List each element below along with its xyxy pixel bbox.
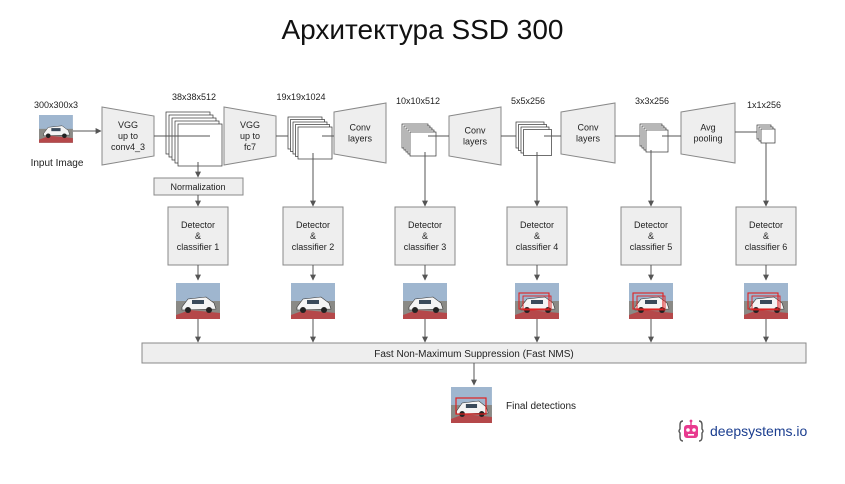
detector-label: classifier 6	[745, 242, 788, 252]
detector-label: classifier 2	[292, 242, 335, 252]
nms-label: Fast Non-Maximum Suppression (Fast NMS)	[374, 349, 574, 360]
layer-block-label: layers	[348, 134, 373, 144]
layer-block-label: layers	[576, 134, 601, 144]
page-title: Архитектура SSD 300	[281, 14, 564, 45]
feature-map-size-label: 1x1x256	[747, 100, 781, 110]
layer-block-label: VGG	[240, 120, 260, 130]
logo-text: deepsystems.io	[710, 423, 808, 439]
layer-block-label: Conv	[349, 123, 371, 133]
detector-label: classifier 5	[630, 242, 673, 252]
feature-map-size-label: 10x10x512	[396, 96, 440, 106]
layer-block-label: Conv	[577, 123, 599, 133]
detector-classifier-4: Detector&classifier 4	[506, 206, 568, 266]
detection-output-image-1	[175, 282, 221, 320]
layer-block-label: fc7	[244, 142, 256, 152]
detector-label: Detector	[634, 220, 668, 230]
feature-map-size-label: 5x5x256	[511, 96, 545, 106]
detection-output-image-2	[290, 282, 336, 320]
detector-label: &	[648, 231, 654, 241]
layer-block-label: Conv	[464, 126, 486, 136]
detector-classifier-2: Detector&classifier 2	[282, 206, 344, 266]
detector-column-2: Detector&classifier 2	[282, 153, 344, 343]
input-image-label: Input Image	[31, 158, 84, 169]
detector-classifier-3: Detector&classifier 3	[394, 206, 456, 266]
layer-block-label: up to	[118, 131, 138, 141]
detector-label: &	[422, 231, 428, 241]
detection-output-image-3	[402, 282, 448, 320]
layer-block-label: layers	[463, 137, 488, 147]
feature-map-stack-2: 19x19x1024	[276, 92, 333, 160]
input-image	[38, 114, 74, 144]
feature-map-size-label: 3x3x256	[635, 96, 669, 106]
feature-map-stack-4: 5x5x256	[511, 96, 552, 156]
detector-column-5: Detector&classifier 5	[620, 150, 682, 343]
detection-output-image-5	[628, 282, 674, 320]
layer-block-label: VGG	[118, 120, 138, 130]
layer-block-label: conv4_3	[111, 142, 145, 152]
brand-logo: deepsystems.io	[678, 418, 807, 444]
layer-block-label: pooling	[693, 134, 722, 144]
layer-block-label: Avg	[700, 123, 715, 133]
input-size-label: 300x300x3	[34, 100, 78, 110]
detector-label: Detector	[181, 220, 215, 230]
final-detections-label: Final detections	[506, 401, 576, 412]
detector-column-6: Detector&classifier 6	[735, 143, 797, 343]
detector-classifier-1: Detector&classifier 1	[167, 206, 229, 266]
detector-label: classifier 4	[516, 242, 559, 252]
feature-map-stack-6: 1x1x256	[747, 100, 781, 144]
feature-map-stack-5: 3x3x256	[635, 96, 669, 153]
detector-classifier-5: Detector&classifier 5	[620, 206, 682, 266]
detector-label: &	[763, 231, 769, 241]
feature-map-stack-3: 10x10x512	[396, 96, 440, 157]
detector-label: classifier 1	[177, 242, 220, 252]
detector-label: &	[534, 231, 540, 241]
detection-output-image-4	[514, 282, 560, 320]
detector-label: &	[195, 231, 201, 241]
nms-block: Fast Non-Maximum Suppression (Fast NMS)	[141, 342, 807, 364]
final-detections-image	[450, 386, 493, 424]
feature-map-stack-1: 38x38x512	[165, 92, 223, 167]
detector-label: Detector	[520, 220, 554, 230]
feature-map-size-label: 38x38x512	[172, 92, 216, 102]
robot-icon	[678, 419, 704, 442]
normalization-block: Normalization	[153, 177, 244, 196]
normalization-label: Normalization	[170, 182, 225, 192]
detector-label: &	[310, 231, 316, 241]
feature-map-size-label: 19x19x1024	[276, 92, 325, 102]
detector-classifier-6: Detector&classifier 6	[735, 206, 797, 266]
detection-output-image-6	[743, 282, 789, 320]
detector-label: classifier 3	[404, 242, 447, 252]
detector-column-4: Detector&classifier 4	[506, 152, 568, 343]
detector-column-3: Detector&classifier 3	[394, 152, 456, 343]
layer-block-label: up to	[240, 131, 260, 141]
detector-label: Detector	[749, 220, 783, 230]
detector-column-1: Detector&classifier 1	[167, 162, 229, 343]
detector-label: Detector	[408, 220, 442, 230]
detector-label: Detector	[296, 220, 330, 230]
